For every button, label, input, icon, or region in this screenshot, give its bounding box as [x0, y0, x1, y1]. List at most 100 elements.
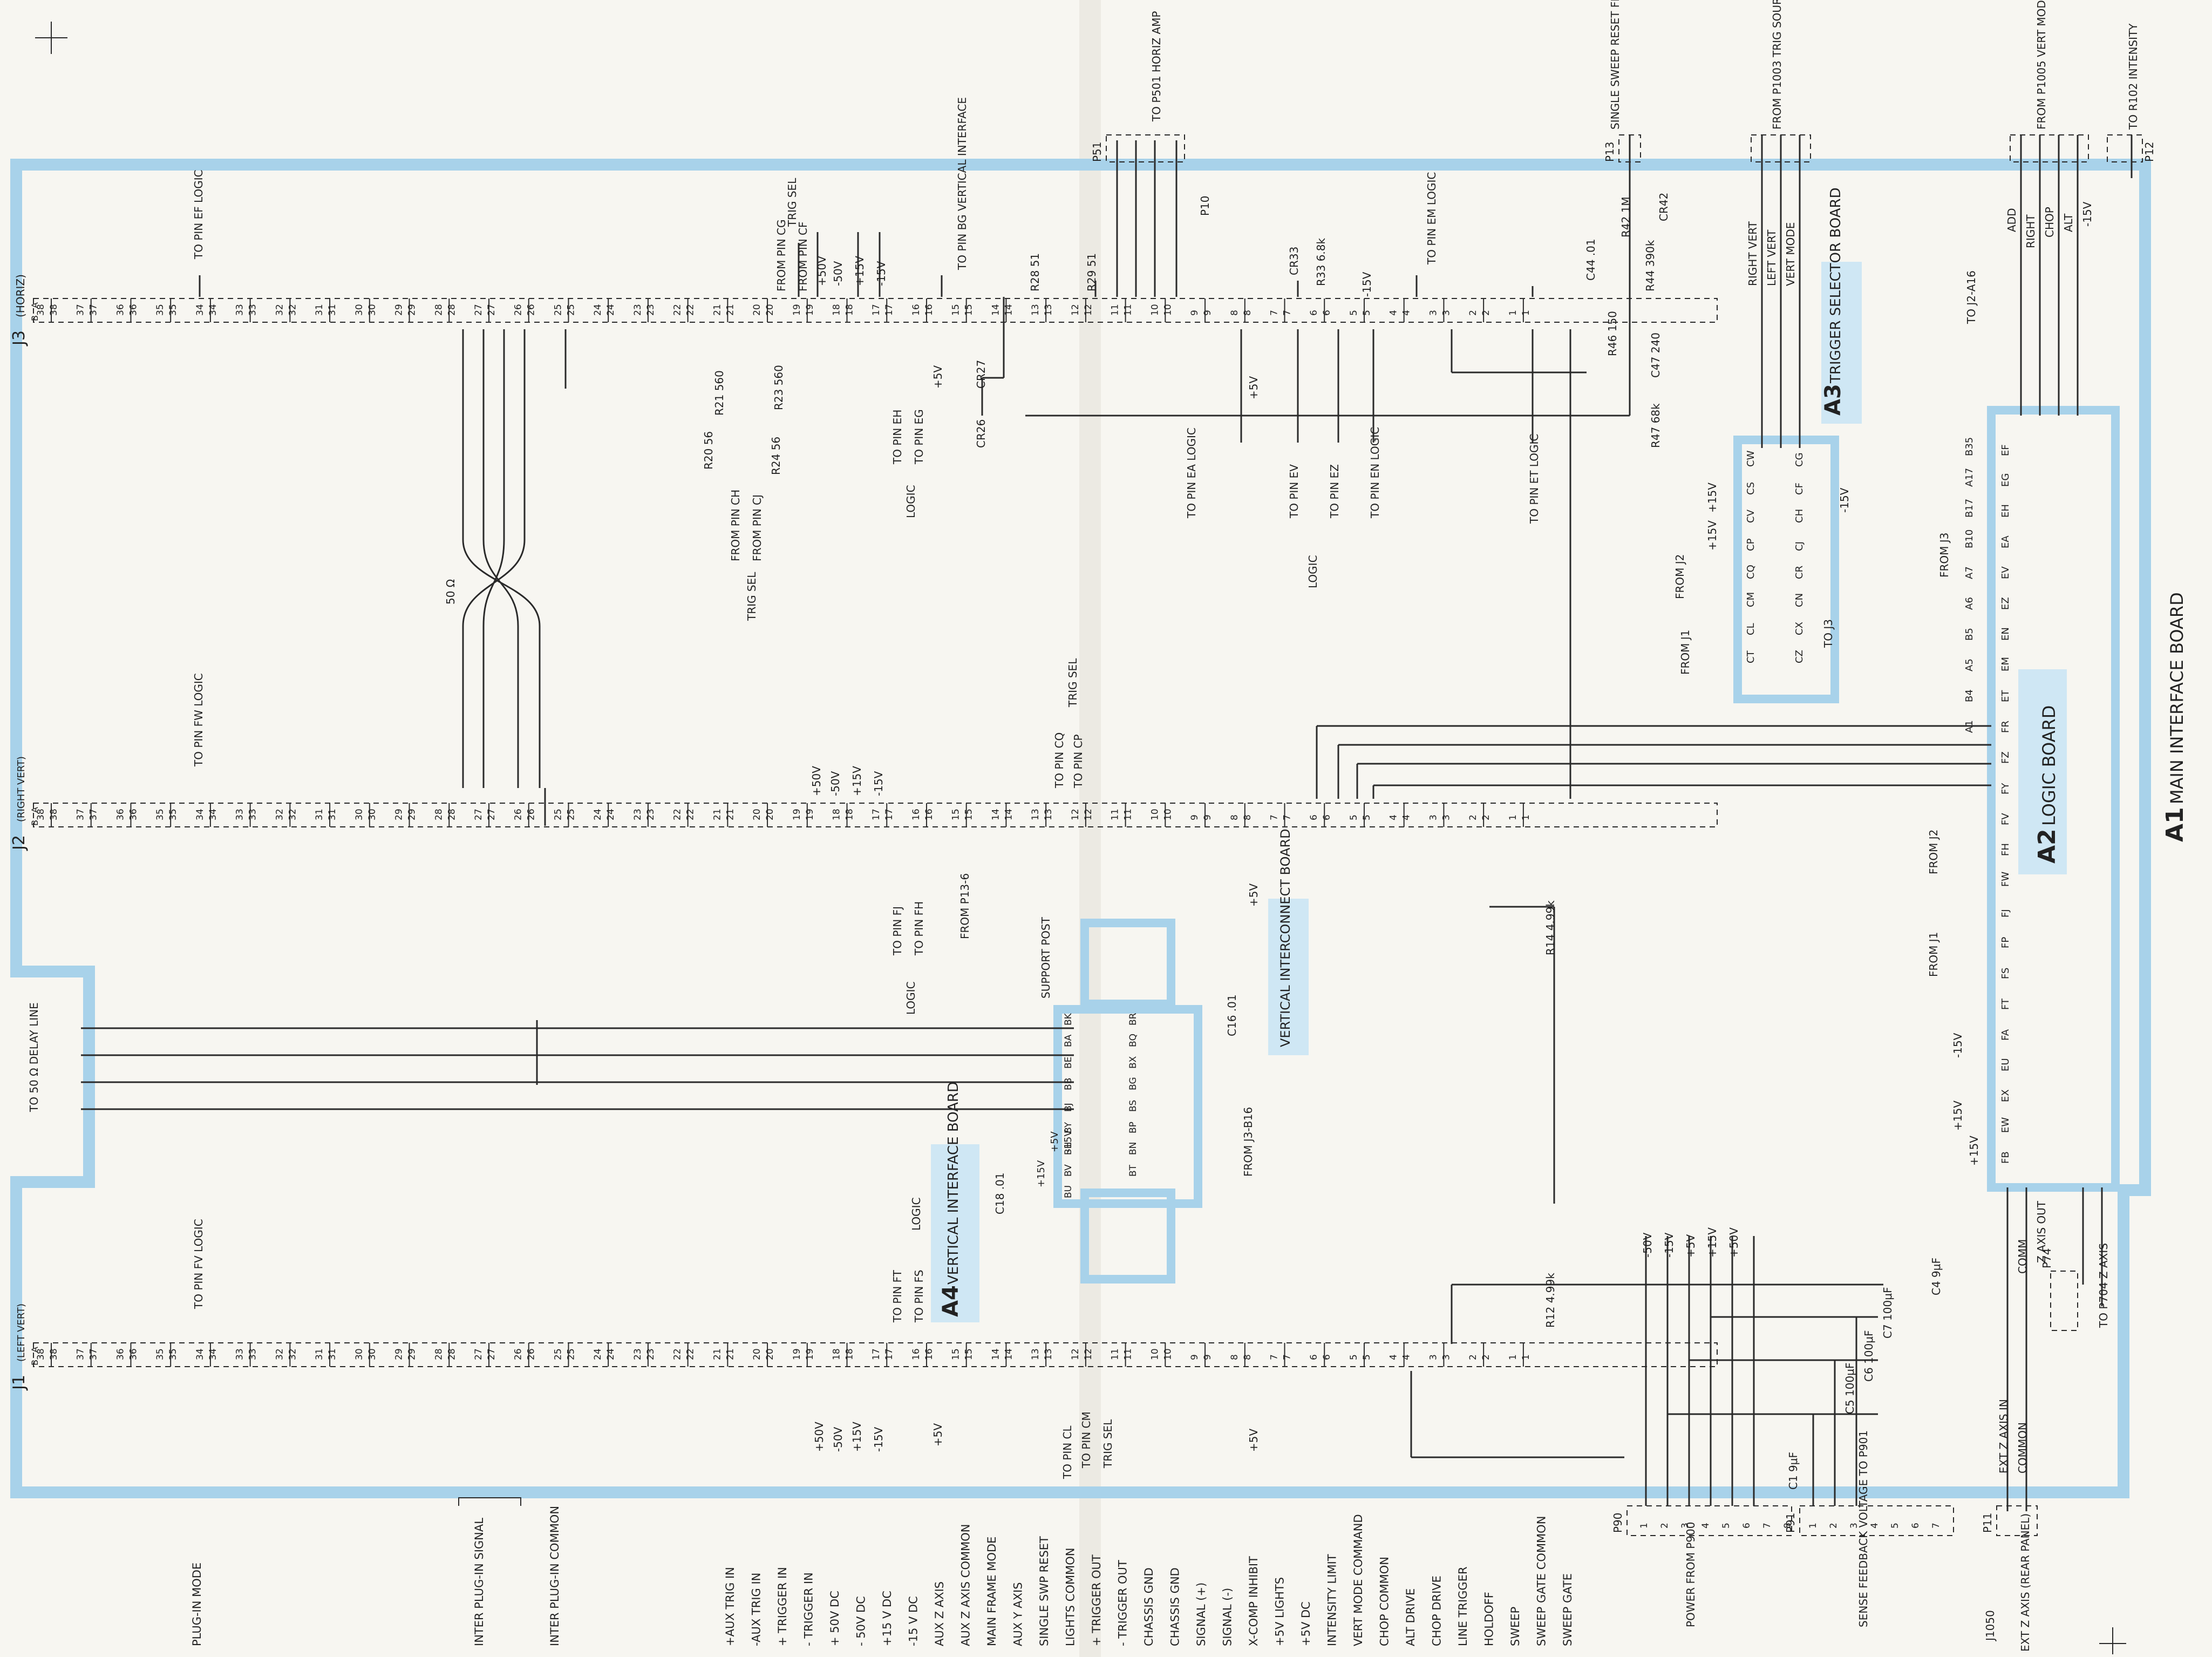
j2-pin-14-b: 14: [1003, 809, 1014, 820]
label-to-r102: TO R102 INTENSITY: [2127, 23, 2140, 130]
label-chop: CHOP: [2043, 207, 2056, 237]
j1-pin-15-a: 15: [951, 1348, 962, 1360]
j3-pin-10-b: 10: [1162, 304, 1173, 316]
j1-pin-35-a: 35: [155, 1348, 166, 1360]
j2-pin-22-a: 22: [672, 809, 683, 820]
label-logic-4: LOGIC: [910, 1197, 923, 1231]
r29-label: R29 51: [1085, 253, 1098, 291]
j3-pin-26-b: 26: [526, 304, 537, 316]
p91-plug: [1799, 1505, 1954, 1536]
signal-name-8: - 50V DC: [855, 1596, 868, 1646]
j1-pin-4-a: 4: [1389, 1354, 1399, 1360]
j1-pin-31-b: 31: [327, 1348, 338, 1360]
label-comm: COMM: [2016, 1239, 2029, 1274]
j2-pin-23-a: 23: [632, 809, 643, 820]
vib-pin-br: BR: [1128, 1013, 1139, 1026]
j1-pin-8-a: 8: [1229, 1354, 1240, 1360]
trig-pin-ct: CT: [1745, 650, 1757, 663]
signal-name-30: CHOP DRIVE: [1431, 1575, 1444, 1646]
label-from-j3: FROM J3: [1938, 533, 1951, 578]
j2-pin-15-a: 15: [951, 809, 962, 820]
a3-minus15v: -15V: [1838, 487, 1851, 513]
j3-row-a: A: [30, 302, 40, 308]
p90-plus15v: +15V: [1706, 1227, 1719, 1258]
c4-label: C4 9μF: [1930, 1258, 1943, 1295]
j1-pin-35-b: 35: [168, 1348, 179, 1360]
p90-pin-7: 7: [1762, 1523, 1773, 1529]
j1-pin-32-b: 32: [287, 1348, 298, 1360]
j1-pin-33-b: 33: [248, 1348, 258, 1360]
j2-pin-36-b: 36: [128, 809, 139, 820]
j3-wiring: [199, 135, 2133, 448]
j2-minus15v: -15V: [872, 771, 885, 796]
p90-minus50v: -50V: [1641, 1232, 1654, 1258]
j1-pin-38-a: 38: [36, 1348, 46, 1360]
p91-pin-4: 4: [1869, 1523, 1880, 1529]
j1-pin-36-a: 36: [115, 1348, 126, 1360]
signal-name-7: + 50V DC: [828, 1591, 841, 1646]
svg-text:A4: A4: [938, 1285, 963, 1317]
j1-pin-11-a: 11: [1110, 1348, 1121, 1360]
signal-name-1: INTER PLUG-IN SIGNAL: [473, 1518, 486, 1646]
j2-pin-18-b: 18: [845, 809, 855, 820]
j1-pin-5-b: 5: [1362, 1354, 1372, 1360]
p12-plug: [2107, 134, 2143, 162]
p51-plug: [1106, 134, 1185, 162]
j1-pin-22-a: 22: [672, 1348, 683, 1360]
page-fold: [1079, 0, 1101, 1657]
logic-pinref-5: A6: [1964, 597, 1975, 610]
a2-plus15v: +15V: [1951, 1101, 1964, 1131]
j3-pin-17-b: 17: [884, 304, 895, 316]
j2-pin-6-b: 6: [1322, 814, 1332, 820]
vib-pin-bg: BG: [1128, 1077, 1139, 1090]
p90-pin-6: 6: [1741, 1523, 1752, 1529]
r33-label: R33 6.8k: [1315, 237, 1328, 286]
signal-name-32: HOLDOFF: [1483, 1592, 1496, 1646]
p90-plug: [1626, 1505, 1792, 1536]
p13-label: P13: [1603, 141, 1616, 162]
j3-pin-frame: [33, 298, 1718, 323]
r47-label: R47 68k: [1649, 403, 1662, 448]
j2-pin-29-b: 29: [407, 809, 418, 820]
j2-pin-8-b: 8: [1242, 814, 1253, 820]
label-trig-sel-bottom: TRIG SEL: [1101, 1419, 1114, 1469]
logic-bus: [1316, 329, 2103, 1511]
j1-pin-13-b: 13: [1043, 1348, 1054, 1360]
j1-pin-29-b: 29: [407, 1348, 418, 1360]
trig-pin-cr: CR: [1794, 566, 1805, 579]
label-to-p704: TO P704 Z AXIS: [2097, 1243, 2110, 1328]
j2-pin-5-b: 5: [1362, 814, 1372, 820]
vib-pin-bj: BJ: [1063, 1103, 1074, 1112]
j2-pin-7-b: 7: [1282, 814, 1293, 820]
label-single-sweep: SINGLE SWEEP RESET FROM P1005-B: [1609, 0, 1622, 130]
j2-pin-29-a: 29: [394, 809, 405, 820]
j1-pin-2-b: 2: [1481, 1354, 1492, 1360]
a1-board-outline: [10, 159, 2151, 1498]
j2-pin-33-a: 33: [235, 809, 246, 820]
svg-text:J2: J2: [10, 835, 29, 851]
label-from-pin-cj: FROM PIN CJ: [751, 494, 764, 561]
p11-label: P11: [1981, 1512, 1994, 1533]
j2-pin-31-b: 31: [327, 809, 338, 820]
label-logic-3: LOGIC: [904, 981, 917, 1015]
j1-pin-1-b: 1: [1521, 1354, 1532, 1360]
logic-pin-fb: FB: [2000, 1151, 2011, 1164]
logic-pin-fp: FP: [2000, 937, 2011, 948]
svg-text:A1: A1: [2161, 807, 2189, 842]
j3-pin-20-b: 20: [765, 304, 775, 316]
j2-pin-10-a: 10: [1149, 809, 1160, 820]
label-to-pin-ef: TO PIN EF LOGIC: [192, 169, 205, 260]
coax-impedance-label: 50 Ω: [444, 579, 457, 605]
p90-plus50v: +50V: [1727, 1227, 1740, 1258]
j2-pin-21-b: 21: [725, 809, 736, 820]
j3-pin-29-b: 29: [407, 304, 418, 316]
cr33-label: CR33: [1288, 247, 1301, 275]
label-trig-sel-mid: TRIG SEL: [745, 572, 758, 621]
signal-name-17: + TRIGGER OUT: [1090, 1554, 1103, 1646]
j2-pin-35-b: 35: [168, 809, 179, 820]
j1-pin-11-b: 11: [1123, 1348, 1134, 1360]
p10-label: P10: [1199, 195, 1212, 216]
j2-pin-15-b: 15: [964, 809, 975, 820]
